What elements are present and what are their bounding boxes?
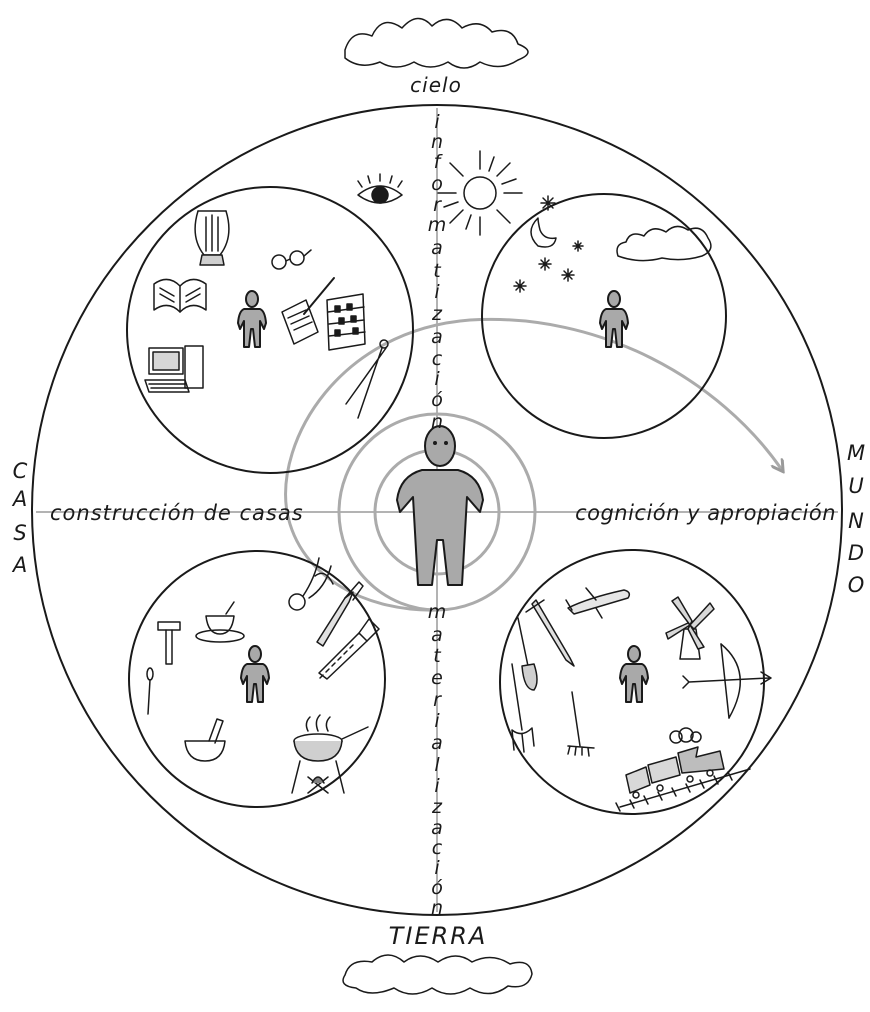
axis-letter: c: [432, 837, 443, 859]
axis-letter: f: [434, 151, 444, 173]
axis-letter: i: [434, 857, 440, 879]
axis-letter: m: [428, 601, 447, 623]
rake-icon: [568, 692, 594, 756]
label-tierra: TIERRA: [389, 922, 488, 950]
mundo-letter: N: [848, 509, 864, 533]
spiral-arrow: [286, 319, 782, 610]
casa-letter: S: [13, 521, 26, 545]
star-icon: [514, 196, 583, 292]
lyre-icon: [195, 211, 229, 265]
quadrant-circle-top-left: [127, 187, 413, 473]
cloud-top-icon: [345, 18, 528, 68]
label-casa: C A S A: [11, 459, 28, 577]
pliers-icon: [289, 558, 333, 610]
axis-letter: t: [433, 645, 442, 667]
axis-letter: i: [434, 710, 440, 732]
person-icon: [238, 291, 266, 347]
airplane-icon: [566, 588, 629, 618]
axis-letter: n: [431, 411, 443, 433]
cup-icon: [196, 602, 244, 642]
axis-letter: i: [434, 281, 440, 303]
axis-letter: r: [433, 194, 442, 216]
axis-letter: ó: [431, 877, 443, 899]
axis-letter: t: [433, 260, 442, 282]
person-icon: [241, 646, 269, 702]
axis-letter: o: [431, 173, 443, 195]
mundo-letter: M: [847, 441, 865, 465]
cloud-icon: [617, 226, 711, 260]
mortar-icon: [185, 719, 225, 761]
axis-letter: i: [434, 775, 440, 797]
abacus-icon: [327, 294, 365, 350]
axis-letter: c: [432, 348, 443, 370]
axis-letter: i: [434, 111, 440, 133]
axis-letter: z: [431, 303, 443, 325]
shovel-icon: [518, 618, 537, 690]
hammer-icon: [158, 622, 180, 664]
cooking-fire-icon: [292, 715, 368, 793]
axis-letter: i: [434, 368, 440, 390]
sword-icon: [526, 600, 574, 666]
axis-letter: m: [428, 214, 447, 236]
book-icon: [154, 279, 206, 312]
sun-icon: [438, 151, 522, 235]
axis-letter: n: [431, 897, 443, 919]
casa-letter: C: [13, 459, 28, 483]
windmill-icon: [666, 597, 714, 659]
mundo-letter: D: [848, 541, 864, 565]
person-icon: [620, 646, 648, 702]
label-cielo: cielo: [410, 73, 462, 97]
axis-letter: z: [431, 796, 443, 818]
axis-letter: ó: [431, 389, 443, 411]
glasses-icon: [272, 250, 311, 269]
label-mundo: M U N D O: [847, 441, 865, 597]
axis-letter: r: [433, 689, 442, 711]
computer-icon: [145, 346, 203, 392]
axis-letter: a: [431, 817, 443, 839]
paper-quill-icon: [282, 278, 334, 344]
label-construccion-de-casas: construcción de casas: [50, 501, 304, 525]
axis-letter: a: [431, 237, 443, 259]
mundo-letter: O: [848, 573, 865, 597]
axis-letter: n: [431, 131, 443, 153]
casa-letter: A: [11, 553, 27, 577]
cloud-bottom-icon: [343, 955, 532, 994]
axis-letter: e: [431, 667, 443, 689]
label-cognicion-y-apropiacion: cognición y apropiación: [575, 501, 836, 525]
needle-icon: [147, 668, 153, 714]
eye-icon: [358, 174, 402, 203]
mundo-letter: U: [848, 474, 863, 498]
label-informatizacion: i n f o r m a t i z a c i ó n: [428, 111, 447, 433]
compass-icon: [346, 340, 388, 418]
axis-letter: l: [434, 754, 440, 776]
bow-arrow-icon: [683, 644, 771, 718]
axis-letter: a: [431, 732, 443, 754]
axis-letter: a: [431, 326, 443, 348]
moon-icon: [531, 218, 556, 247]
label-materializacion: m a t e r i a l i z a c i ó n: [428, 601, 447, 919]
axis-letter: a: [431, 624, 443, 646]
central-person-icon: [397, 426, 483, 585]
casa-letter: A: [11, 487, 27, 511]
